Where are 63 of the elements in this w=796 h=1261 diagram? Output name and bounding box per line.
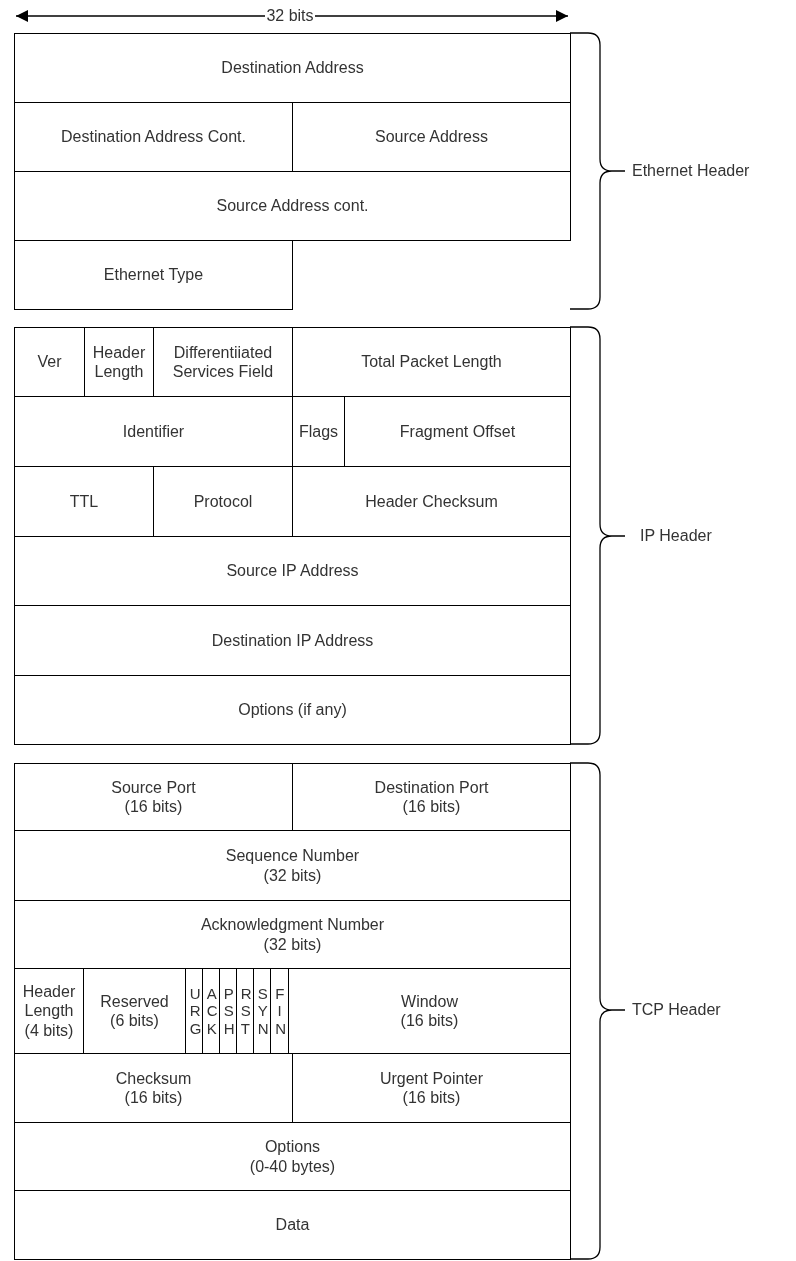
field-label: Options	[264, 1137, 321, 1157]
dimension-label: 32 bits	[265, 8, 315, 24]
field-label: Ver	[37, 352, 62, 372]
field-label: Source Address	[375, 127, 488, 147]
field-label: Destination Address Cont.	[61, 127, 246, 147]
header-field	[14, 1190, 571, 1260]
field-label: Protocol	[193, 491, 253, 512]
field-label: PSH	[223, 985, 233, 1037]
header-field	[14, 171, 571, 241]
field-label: Header Length	[91, 342, 147, 382]
field-label: (16 bits)	[402, 1088, 461, 1108]
field-label: Source Port	[111, 777, 196, 797]
header-field	[14, 327, 85, 397]
field-label: ACK	[206, 985, 216, 1037]
field-label: Urgent Pointer	[379, 1068, 484, 1088]
field-label: (16 bits)	[124, 1088, 183, 1108]
header-field	[14, 605, 571, 676]
section-label: TCP Header	[632, 1002, 721, 1018]
field-label: Destination Address	[221, 58, 364, 78]
field-label: FIN	[275, 985, 284, 1037]
field-label: Differentiiated Services Field	[172, 342, 274, 382]
field-label: Source IP Address	[226, 561, 359, 581]
field-label: (4 bits)	[24, 1020, 74, 1040]
field-label: Flags	[298, 421, 339, 442]
header-field	[292, 763, 571, 831]
section-label: Ethernet Header	[632, 163, 750, 179]
header-field	[14, 675, 571, 745]
field-label: RST	[240, 985, 250, 1037]
field-label: (16 bits)	[402, 797, 461, 817]
header-field	[14, 33, 571, 103]
field-label: (6 bits)	[110, 1011, 159, 1031]
field-label: Fragment Offset	[399, 421, 516, 442]
field-label: Checksum	[115, 1068, 192, 1088]
field-label: Options (if any)	[238, 700, 347, 720]
header-field	[14, 536, 571, 606]
field-label: Identifier	[122, 421, 185, 442]
field-label: (32 bits)	[263, 934, 322, 954]
field-label: Source Address cont.	[216, 196, 369, 216]
field-label: Ethernet Type	[103, 265, 204, 285]
field-label: Total Packet Length	[361, 352, 502, 372]
field-label: Destination IP Address	[211, 630, 374, 651]
field-label: Acknowledgment Number	[200, 915, 385, 935]
field-label: (0-40 bytes)	[249, 1156, 336, 1176]
field-label: Sequence Number	[225, 846, 360, 866]
header-field	[14, 830, 571, 901]
header-field	[14, 1122, 571, 1191]
field-label: Reserved	[100, 991, 169, 1011]
header-field	[14, 763, 293, 831]
field-label: (16 bits)	[400, 1011, 459, 1031]
field-label: (16 bits)	[124, 797, 183, 817]
field-label: URG	[189, 985, 199, 1037]
field-label: SYN	[257, 985, 267, 1037]
field-label: Destination Port	[374, 777, 489, 797]
field-label: Header Length	[21, 982, 77, 1021]
field-label: Data	[275, 1215, 310, 1235]
header-field	[14, 900, 571, 969]
header-field	[14, 240, 293, 310]
field-label: TTL	[69, 491, 99, 512]
section-label: IP Header	[640, 528, 712, 544]
field-label: Header Checksum	[365, 491, 498, 512]
field-label: (32 bits)	[263, 865, 322, 885]
field-label: Window	[401, 991, 458, 1011]
header-field	[292, 327, 571, 397]
